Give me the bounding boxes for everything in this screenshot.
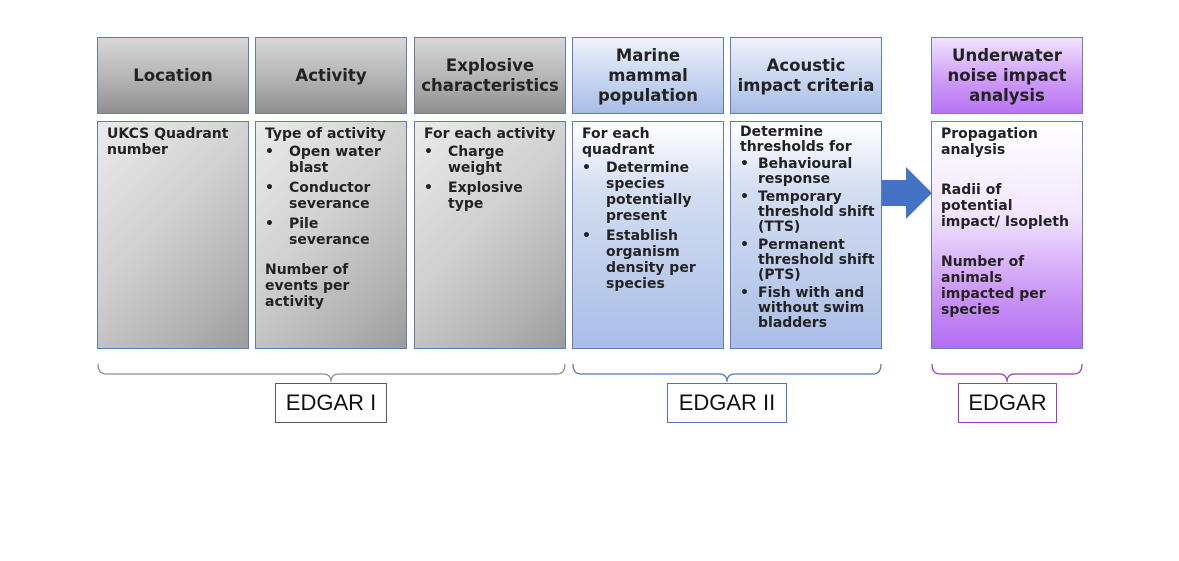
mammal-body: For each quadrant Determine species pote… xyxy=(572,121,724,349)
explosive-title: Explosive characteristics xyxy=(421,55,559,95)
acoustic-item: Temporary threshold shift (TTS) xyxy=(740,190,875,235)
explosive-intro: For each activity xyxy=(424,126,556,142)
acoustic-header: Acoustic impact criteria xyxy=(730,37,882,114)
acoustic-list: Behavioural response Temporary threshold… xyxy=(740,157,875,331)
analysis-paragraph: Radii of potential impact/ Isopleth xyxy=(941,182,1069,230)
acoustic-intro: Determine thresholds for xyxy=(740,124,852,155)
activity-item: Open water blast xyxy=(265,144,400,176)
flow-arrow xyxy=(882,167,932,219)
mammal-item: Determine species potentially present xyxy=(582,160,717,224)
acoustic-title: Acoustic impact criteria xyxy=(737,55,875,95)
activity-list: Open water blast Conductor severance Pil… xyxy=(265,144,400,248)
analysis-paragraph: Number of animals impacted per species xyxy=(941,254,1046,318)
explosive-header: Explosive characteristics xyxy=(414,37,566,114)
analysis-body: Propagation analysis Radii of potential … xyxy=(931,121,1083,349)
activity-intro: Type of activity xyxy=(265,126,386,142)
explosive-list: Charge weight Explosive type xyxy=(424,144,559,212)
location-body: UKCS Quadrant number xyxy=(97,121,249,349)
analysis-header: Underwater noise impact analysis xyxy=(931,37,1083,114)
activity-header: Activity xyxy=(255,37,407,114)
location-intro: UKCS Quadrant number xyxy=(107,126,229,158)
analysis-title: Underwater noise impact analysis xyxy=(947,45,1067,105)
mammal-header: Marine mammal population xyxy=(572,37,724,114)
group-label-edgar: EDGAR xyxy=(958,383,1057,423)
acoustic-item: Permanent threshold shift (PTS) xyxy=(740,238,875,283)
explosive-item: Explosive type xyxy=(424,180,559,212)
mammal-list: Determine species potentially present Es… xyxy=(582,160,717,292)
group-label-edgar-ii: EDGAR II xyxy=(667,383,787,423)
acoustic-item: Fish with and without swim bladders xyxy=(740,286,875,331)
activity-item: Pile severance xyxy=(265,216,400,248)
mammal-intro: For each quadrant xyxy=(582,126,655,158)
analysis-paragraph: Propagation analysis xyxy=(941,126,1038,158)
activity-item: Conductor severance xyxy=(265,180,400,212)
activity-body: Type of activity Open water blast Conduc… xyxy=(255,121,407,349)
location-title: Location xyxy=(133,65,213,85)
group-label-edgar-i: EDGAR I xyxy=(275,383,387,423)
group-brace-edgar-i xyxy=(97,363,566,383)
group-brace-edgar xyxy=(931,363,1083,383)
location-header: Location xyxy=(97,37,249,114)
group-brace-edgar-ii xyxy=(572,363,882,383)
activity-title: Activity xyxy=(295,65,367,85)
explosive-item: Charge weight xyxy=(424,144,559,176)
activity-outro: Number of events per activity xyxy=(265,262,350,310)
acoustic-item: Behavioural response xyxy=(740,157,875,187)
mammal-item: Establish organism density per species xyxy=(582,228,717,292)
mammal-title: Marine mammal population xyxy=(597,45,699,105)
acoustic-body: Determine thresholds for Behavioural res… xyxy=(730,121,882,349)
explosive-body: For each activity Charge weight Explosiv… xyxy=(414,121,566,349)
